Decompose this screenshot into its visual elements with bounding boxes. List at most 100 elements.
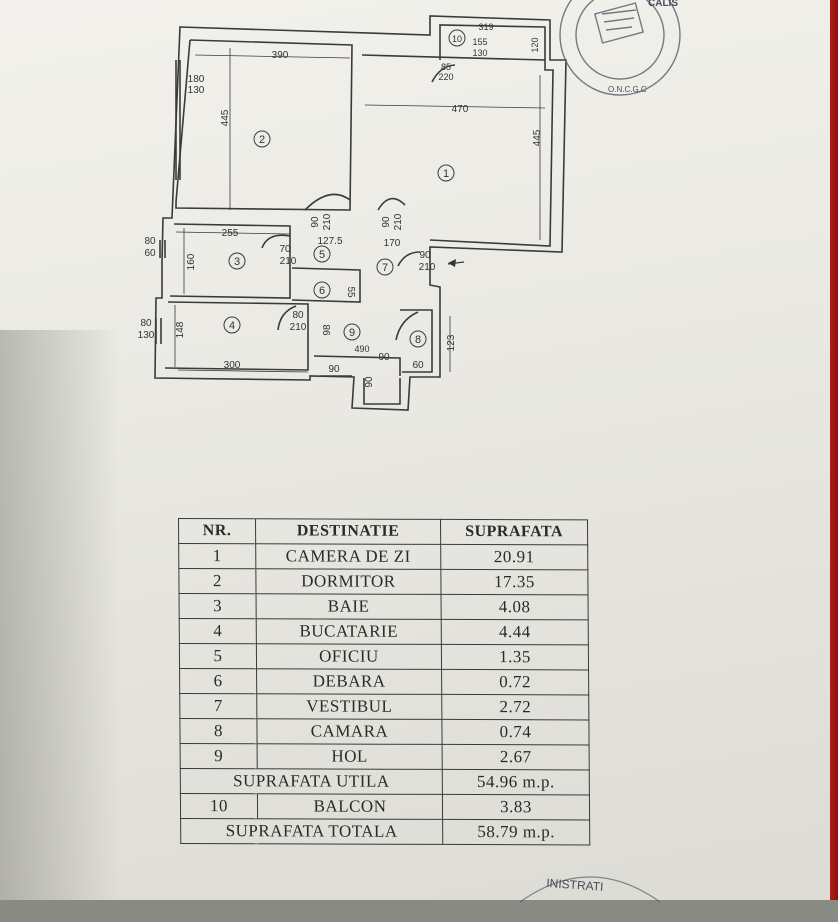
dim-line <box>177 369 309 373</box>
inner-wall <box>175 39 353 211</box>
inner-wall <box>164 301 309 371</box>
dim-label: 90 <box>419 250 431 261</box>
cell-area: 4.44 <box>441 619 589 645</box>
stamp-text: O.N.C.G.C <box>608 85 647 94</box>
cell-area: 0.72 <box>441 669 589 695</box>
official-stamp: CALIS O.N.C.G.C <box>559 0 681 96</box>
dim-label: 445 <box>532 129 543 146</box>
table-row: 1 CAMERA DE ZI 20.91 <box>178 543 588 570</box>
cell-area: 3.83 <box>442 794 590 820</box>
dim-label: 90 <box>381 216 392 228</box>
room-marker-9 <box>343 323 361 341</box>
inner-wall <box>400 309 433 373</box>
room-number: 5 <box>319 249 325 261</box>
room-number: 7 <box>382 262 388 274</box>
total-area-value: 58.79 m.p. <box>442 819 590 845</box>
window <box>175 60 181 180</box>
cell-nr: 10 <box>180 793 258 819</box>
cell-name: BUCATARIE <box>256 618 442 645</box>
cell-area: 4.08 <box>441 594 589 620</box>
room-number: 10 <box>452 34 462 44</box>
dim-label: 155 <box>472 37 487 47</box>
dim-label: 210 <box>322 213 333 230</box>
total-area-row: SUPRAFATA TOTALA 58.79 m.p. <box>180 818 590 845</box>
table-row: 7 VESTIBUL 2.72 <box>179 693 589 720</box>
total-area-label: SUPRAFATA TOTALA <box>180 818 443 845</box>
window <box>159 240 166 258</box>
door-swing <box>261 234 291 249</box>
document-sheet <box>0 0 830 900</box>
cell-name: DEBARA <box>256 668 442 695</box>
room-number: 9 <box>349 327 355 339</box>
dim-label: 170 <box>384 238 401 249</box>
dim-label: 123 <box>446 334 457 351</box>
useful-area-row: SUPRAFATA UTILA 54.96 m.p. <box>180 768 590 795</box>
inner-wall <box>363 378 401 405</box>
outer-wall <box>154 15 567 411</box>
cell-name: BALCON <box>257 793 443 820</box>
room-marker-5 <box>313 245 331 263</box>
room-marker-6 <box>313 281 331 299</box>
room-marker-4 <box>223 316 241 334</box>
inner-wall <box>313 355 401 376</box>
table-row: 10 BALCON 3.83 <box>180 793 590 820</box>
cell-name: CAMERA DE ZI <box>255 543 441 570</box>
dim-label: 390 <box>272 50 289 61</box>
door-swing <box>304 193 351 211</box>
table-header-row: NR. DESTINATIE SUPRAFATA <box>178 518 588 545</box>
dim-label: 90 <box>328 364 340 375</box>
dim-label: 130 <box>138 330 155 341</box>
dim-label: 210 <box>280 256 297 267</box>
room-marker-2 <box>253 130 271 148</box>
door-swing <box>397 251 421 267</box>
stamp-text: CALIS <box>648 0 678 9</box>
dim-label: 70 <box>279 244 291 255</box>
room-marker-3 <box>228 252 246 270</box>
room-marker-8 <box>409 330 427 348</box>
dim-label: 255 <box>222 228 239 239</box>
room-number: 3 <box>234 256 240 268</box>
dim-label: 127.5 <box>317 236 342 247</box>
dim-label: 98 <box>322 324 333 336</box>
room-number: 2 <box>259 134 265 146</box>
cell-nr: 1 <box>178 543 256 569</box>
floor-plan: 1 2 3 4 5 6 7 8 9 10 390 470 445 445 180… <box>138 15 567 411</box>
dim-label: 80 <box>144 236 156 247</box>
dim-label: 210 <box>290 322 307 333</box>
window <box>155 318 162 344</box>
cell-area: 20.91 <box>440 544 588 570</box>
cell-name: DORMITOR <box>255 568 442 595</box>
table-row: 8 CAMARA 0.74 <box>179 718 590 745</box>
dim-label: 210 <box>393 213 404 230</box>
dim-line <box>364 104 546 109</box>
room-marker-7 <box>376 258 394 276</box>
bottom-stamp: INISTRATI <box>519 876 661 903</box>
door-swing <box>431 64 456 83</box>
table-row: 6 DEBARA 0.72 <box>179 668 589 695</box>
dim-label: 90 <box>364 376 375 388</box>
cell-area: 2.67 <box>442 744 590 770</box>
cell-name: HOL <box>257 743 443 770</box>
door-swing <box>395 311 419 341</box>
dim-label: 80 <box>292 310 304 321</box>
dim-label: 490 <box>354 344 369 354</box>
room-marker-10 <box>448 29 466 47</box>
useful-area-label: SUPRAFATA UTILA <box>180 768 443 795</box>
table-row: 2 DORMITOR 17.35 <box>178 568 589 595</box>
dim-label: 300 <box>224 360 241 371</box>
dim-label: 80 <box>140 318 152 329</box>
header-suprafata: SUPRAFATA <box>440 519 588 545</box>
useful-area-value: 54.96 m.p. <box>442 769 590 795</box>
door-swing <box>377 197 406 211</box>
dim-label: 60 <box>144 248 156 259</box>
room-number: 4 <box>229 320 235 332</box>
cell-nr: 5 <box>179 643 257 669</box>
dim-label: 160 <box>186 253 197 270</box>
header-destinatie: DESTINATIE <box>255 518 441 545</box>
cell-area: 17.35 <box>440 569 589 595</box>
dim-line <box>194 54 351 59</box>
stamp-text: INISTRATI <box>546 876 604 894</box>
dim-label: 85 <box>441 62 451 72</box>
dim-label: 90 <box>310 216 321 228</box>
dim-label: 130 <box>188 85 205 96</box>
